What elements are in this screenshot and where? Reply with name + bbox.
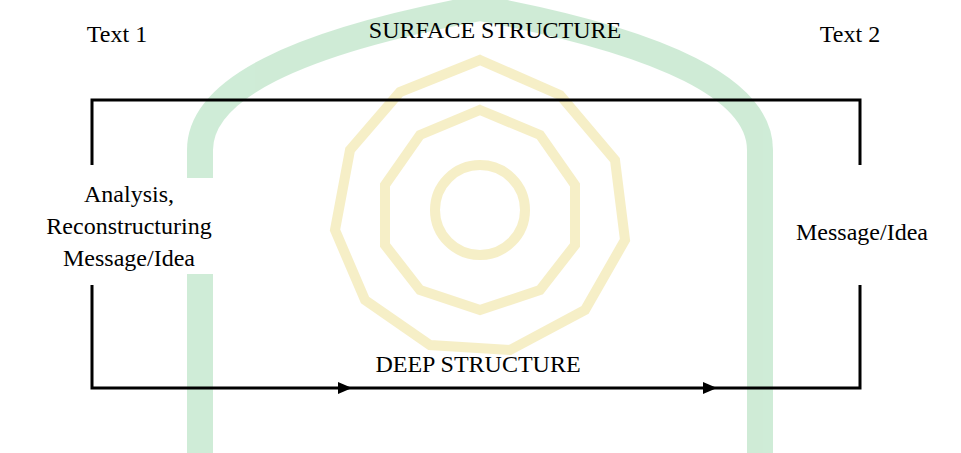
arrowheads xyxy=(338,382,717,394)
process-note: Message/Idea xyxy=(767,216,957,248)
text-label: Text 2 xyxy=(770,18,930,50)
deep-bracket xyxy=(92,285,860,388)
structure-heading: DEEP STRUCTURE xyxy=(318,348,638,380)
process-note: Analysis, Reconstructuring Message/Idea xyxy=(4,178,254,274)
watermark-arch xyxy=(200,8,760,453)
surface-bracket xyxy=(92,100,860,165)
arrowhead xyxy=(703,382,717,394)
watermark xyxy=(200,8,760,453)
arrowhead xyxy=(338,382,352,394)
text-label: Text 1 xyxy=(37,18,197,50)
watermark-ornament xyxy=(335,60,625,350)
structure-heading: SURFACE STRUCTURE xyxy=(325,14,665,46)
